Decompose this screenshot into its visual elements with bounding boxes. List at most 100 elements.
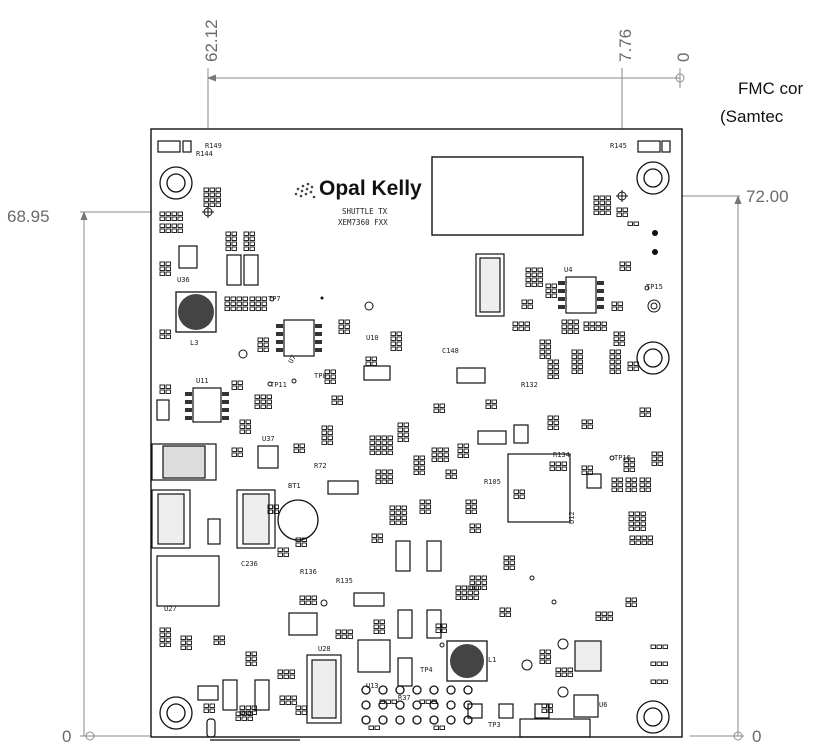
label-u4: U4 (564, 266, 572, 274)
label-c236: C236 (241, 560, 258, 568)
label-u37: U37 (262, 435, 275, 443)
board-outline (150, 128, 683, 738)
smd-pad (395, 510, 401, 515)
smd-pad (615, 369, 621, 374)
smd-pad (263, 337, 269, 342)
smd-pad (639, 482, 645, 487)
smd-pad (599, 210, 605, 215)
smd-pad (239, 710, 245, 715)
smd-pad (539, 349, 545, 354)
smd-pad (381, 474, 387, 479)
smd-pad (656, 661, 662, 666)
smd-pad (285, 695, 291, 700)
via (429, 715, 439, 725)
smd-pad (527, 304, 533, 309)
label-tp4: TP4 (420, 666, 433, 674)
smd-pad (285, 700, 291, 705)
smd-pad (203, 197, 209, 202)
smd-pad (159, 271, 165, 276)
smd-pad (159, 211, 165, 216)
smd-pad (395, 520, 401, 525)
smd-pad (662, 661, 668, 666)
smd-pad (230, 301, 236, 306)
smd-pad (467, 590, 473, 595)
smd-pad (242, 296, 248, 301)
smd-pad (347, 634, 353, 639)
smd-pad (441, 623, 447, 628)
label-r134: R134 (553, 451, 570, 459)
label-r149: R149 (205, 142, 222, 150)
smd-pad (165, 216, 171, 221)
smd-pad (625, 597, 631, 602)
smd-pad (481, 575, 487, 580)
smd-pad (541, 708, 547, 713)
smd-pad (513, 489, 519, 494)
smd-pad (165, 632, 171, 637)
smd-pad (650, 661, 656, 666)
label-r144: R144 (196, 150, 213, 158)
smd-pad (640, 526, 646, 531)
smd-pad (609, 349, 615, 354)
smd-pad (401, 505, 407, 510)
label-tp8: TP8 (314, 372, 327, 380)
smd-pad (539, 339, 545, 344)
smd-pad (330, 374, 336, 379)
smd-pad (371, 356, 377, 361)
smd-pad (505, 607, 511, 612)
smd-pad (473, 595, 479, 600)
smd-pad (599, 195, 605, 200)
smd-pad (639, 412, 645, 417)
smd-pad (634, 516, 640, 521)
smd-pad (321, 435, 327, 440)
smd-pad (537, 267, 543, 272)
inductor-l3 (175, 291, 217, 333)
smd-pad (553, 364, 559, 369)
smd-pad (595, 321, 601, 326)
smd-pad (455, 590, 461, 595)
smd-pad (628, 511, 634, 516)
smd-pad (553, 369, 559, 374)
smd-pad (615, 359, 621, 364)
smd-pad (425, 504, 431, 509)
smd-pad (561, 466, 567, 471)
smd-pad (377, 533, 383, 538)
smd-pad (368, 725, 374, 730)
smd-pad (439, 403, 445, 408)
board-name-line-1: SHUTTLE TX (342, 207, 388, 216)
smd-pad (567, 329, 573, 334)
smd-pad (165, 223, 171, 228)
smd-pad (159, 329, 165, 334)
label-l1: L1 (488, 656, 496, 664)
smd-pad (337, 400, 343, 405)
annotation-line-2: (Samtec (720, 107, 784, 126)
smd-pad (375, 440, 381, 445)
smd-pad (159, 334, 165, 339)
smd-pad (377, 538, 383, 543)
smd-pad (171, 228, 177, 233)
smd-pad (291, 700, 297, 705)
smd-pad (396, 336, 402, 341)
smd-pad (581, 470, 587, 475)
smd-pad (249, 246, 255, 251)
smd-pad (527, 299, 533, 304)
smd-pad (213, 640, 219, 645)
smd-pad (245, 419, 251, 424)
smd-pad (215, 197, 221, 202)
smd-pad (301, 537, 307, 542)
smd-pad (231, 231, 237, 236)
smd-pad (629, 535, 635, 540)
smd-pad (311, 600, 317, 605)
smd-pad (571, 349, 577, 354)
smd-pad (455, 585, 461, 590)
smd-pad (455, 595, 461, 600)
smd-pad (577, 354, 583, 359)
label-u36: U36 (177, 276, 190, 284)
smd-pad (159, 384, 165, 389)
smd-pad (539, 354, 545, 359)
smd-pad (381, 445, 387, 450)
smd-pad (373, 624, 379, 629)
smd-pad (605, 195, 611, 200)
smd-pad (373, 619, 379, 624)
smd-pad (651, 456, 657, 461)
